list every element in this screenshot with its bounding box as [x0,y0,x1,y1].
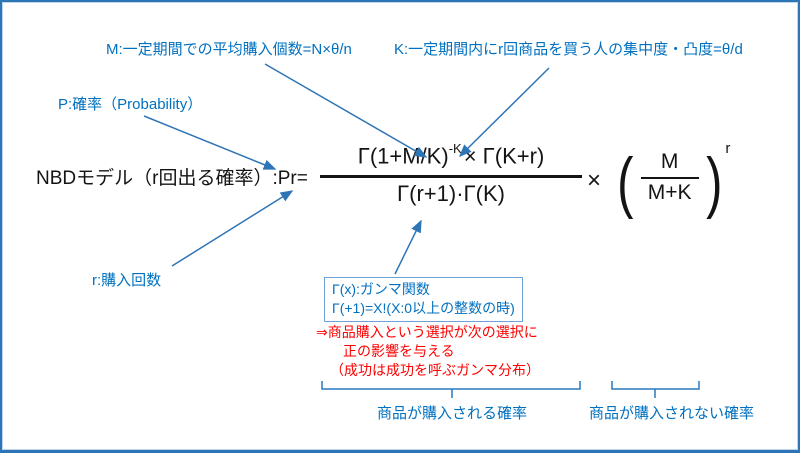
ratio-fraction: M M+K [640,150,699,205]
ratio-denominator: M+K [647,181,692,204]
numerator-exponent: -K [448,141,462,156]
underbrace-purchase [321,381,581,390]
arrow-p-to-pr [143,115,277,170]
formula-main-fraction: Γ(1+M/K)-K× Γ(K+r) Γ(r+1)·Γ(K) [320,141,582,207]
numerator-rest: × Γ(K+r) [463,143,545,169]
annotation-m: M:一定期間での平均購入個数=N×θ/n [106,41,352,58]
gamma-note-box: Γ(x):ガンマ関数 Γ(+1)=X!(X:0以上の整数の時) [324,277,523,322]
gamma-note-line1: Γ(x):ガンマ関数 [332,281,430,297]
gamma-note-line2: Γ(+1)=X!(X:0以上の整数の時) [332,300,515,316]
red-note-line2: 正の影響を与える [343,343,455,359]
brace-label-no-purchase: 商品が購入されない確率 [589,405,755,422]
fraction-numerator: Γ(1+M/K)-K× Γ(K+r) [320,141,582,175]
red-note-line1: ⇒商品購入という選択が次の選択に [316,324,538,340]
arrow-gammanote-to-denominator [394,219,422,275]
numerator-base: Γ(1+M/K) [357,143,449,169]
times-sign: × [587,167,602,194]
ratio-group: ( M M+K ) r [614,140,731,222]
red-note-line3: （成功は成功を呼ぶガンマ分布） [330,362,540,378]
red-note: ⇒商品購入という選択が次の選択に 正の影響を与える （成功は成功を呼ぶガンマ分布… [316,323,540,380]
ratio-bar [640,177,699,179]
arrow-r-to-pr [171,190,294,267]
fraction-bar [320,175,582,178]
right-paren: ) [705,144,723,220]
formula-lhs: NBDモデル（r回出る確率）:Pr= [36,168,308,189]
fraction-denominator: Γ(r+1)·Γ(K) [397,181,505,206]
ratio-numerator: M [660,150,679,173]
ratio-exponent: r [725,140,731,157]
annotation-r: r:購入回数 [92,272,162,289]
left-paren: ( [617,144,634,220]
annotation-k: K:一定期間内にr回商品を買う人の集中度・凸度=θ/d [394,41,743,58]
underbrace-no-purchase [611,381,700,390]
brace-label-purchase: 商品が購入される確率 [377,405,528,422]
annotation-p: P:確率（Probability） [58,96,203,113]
